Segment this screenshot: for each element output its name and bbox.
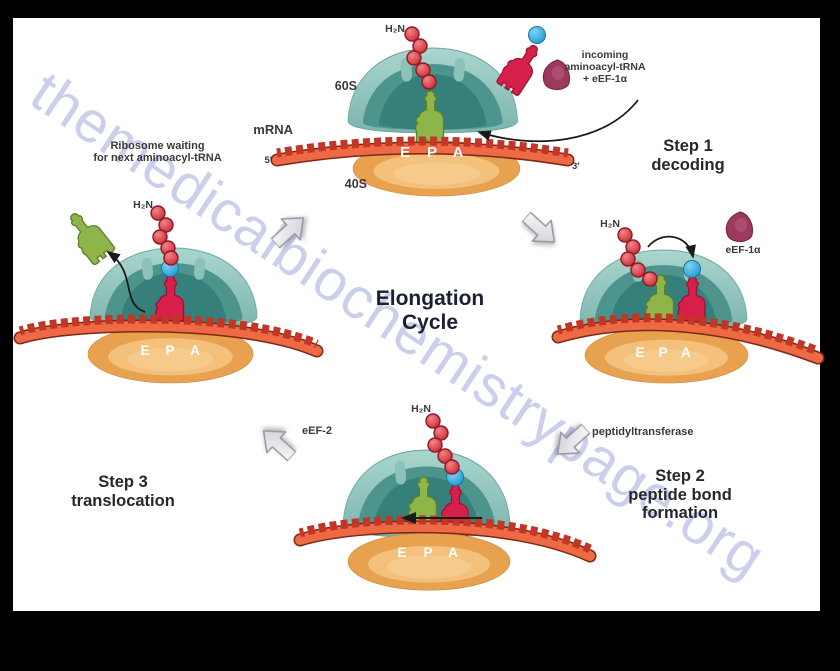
- svg-text:P: P: [427, 144, 437, 161]
- step1-label: Step 1 decoding: [651, 137, 725, 174]
- svg-text:A: A: [190, 343, 200, 358]
- mrna-strand: [551, 313, 825, 365]
- svg-text:E: E: [140, 343, 149, 358]
- epa-sites: E P A: [397, 545, 458, 560]
- ejection-arrow: [106, 250, 146, 313]
- ribosome-complex-top: H₂N 60S mRNA 5′ 3′ 40S E P A: [235, 18, 660, 228]
- svg-text:P: P: [658, 345, 667, 360]
- bond-arrow: [647, 235, 696, 259]
- svg-text:P: P: [165, 343, 174, 358]
- svg-text:E: E: [397, 545, 406, 560]
- svg-text:A: A: [453, 144, 464, 161]
- svg-text:E: E: [400, 144, 410, 161]
- svg-text:A: A: [448, 545, 458, 560]
- h2n-label: H₂N: [133, 199, 153, 211]
- 40s-label: 40S: [345, 177, 367, 191]
- eef1a-label: eEF-1α: [725, 244, 761, 256]
- amino-acid-dot: [528, 26, 546, 44]
- ejected-trna-green: [59, 206, 117, 267]
- svg-text:P: P: [423, 545, 432, 560]
- step2-label: Step 2 peptide bond formation: [628, 467, 732, 523]
- title-line2: Cycle: [401, 311, 459, 335]
- incoming-trna-label: incoming aminoacyl-tRNA + eEF-1α: [564, 49, 646, 85]
- mrna-label: mRNA: [253, 122, 293, 137]
- svg-text:E: E: [635, 345, 644, 360]
- mrna-strand: [13, 314, 324, 358]
- step3-label: Step 3 translocation: [71, 473, 175, 510]
- ribosome-complex-bottom: H₂N E P A: [285, 395, 605, 605]
- title-line1: Elongation: [375, 287, 485, 310]
- ribosome-waiting-label: Ribosome waiting for next aminoacyl-tRNA: [93, 140, 222, 165]
- mrna-strand: [293, 515, 597, 563]
- eef2-label: eEF-2: [302, 425, 332, 437]
- small-subunit-40s: [347, 532, 511, 591]
- incoming-arrow: [477, 99, 639, 143]
- ribosome-complex-right: eEF-1α H₂N E P A: [540, 205, 840, 405]
- epa-sites: E P A: [400, 144, 464, 161]
- peptidyltransferase-label: peptidyltransferase: [592, 426, 694, 438]
- center-title: Elongation Cycle: [355, 287, 505, 335]
- svg-text:A: A: [681, 345, 691, 360]
- five-prime-label: 5′: [264, 155, 272, 166]
- h2n-label: H₂N: [600, 218, 620, 230]
- epa-sites: E P A: [635, 345, 691, 360]
- epa-sites: E P A: [140, 343, 200, 358]
- eef1a-protein: [725, 211, 754, 243]
- ribosome-complex-left: H₂N E P A: [10, 188, 340, 400]
- h2n-label: H₂N: [385, 23, 405, 35]
- mrna-strand: [270, 136, 575, 167]
- three-prime-label: 3′: [572, 161, 580, 172]
- 60s-label: 60S: [335, 79, 357, 93]
- h2n-label: H₂N: [411, 403, 431, 415]
- amino-acid-dot: [683, 260, 701, 278]
